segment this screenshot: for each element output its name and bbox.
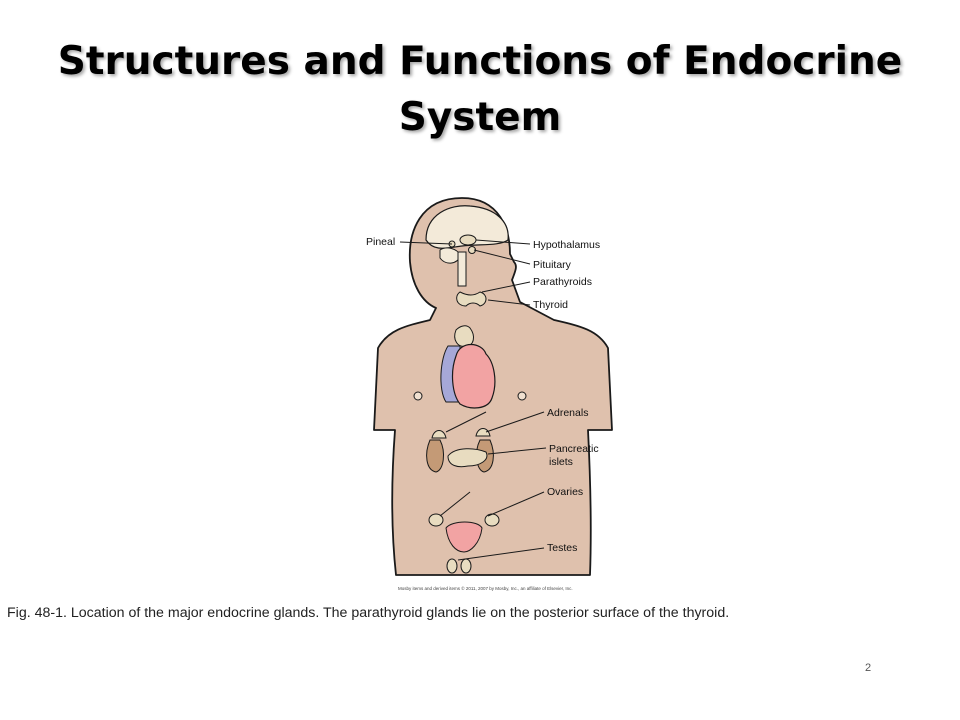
figure-credit: Mosby items and derived items © 2011, 20… [398,585,573,591]
hypothalamus-gland [459,234,477,246]
thyroid-gland [456,291,487,307]
label-hypothalamus: Hypothalamus [533,239,600,251]
label-islets: islets [549,456,573,468]
heart [451,343,496,409]
testis-right [460,558,472,574]
label-parathyroids: Parathyroids [533,276,592,288]
leader-lines [399,239,547,561]
testis-left [446,558,458,574]
nipple-left [413,391,423,401]
adrenal-right [475,428,491,437]
label-pineal: Pineal [366,236,395,248]
label-thyroid: Thyroid [533,299,568,311]
figure-caption: Fig. 48-1. Location of the major endocri… [7,605,730,621]
label-adrenals: Adrenals [547,407,588,419]
label-ovaries: Ovaries [547,486,583,498]
kidney-left [426,439,444,473]
ovary-left [428,513,444,527]
label-pituitary: Pituitary [533,259,572,271]
label-testes: Testes [547,542,577,554]
adrenal-left [431,430,447,439]
uterus [445,521,483,553]
page-number: 2 [864,662,872,674]
brain-stem [457,251,467,287]
nipple-right [517,391,527,401]
pancreas [447,448,488,468]
ovary-right [484,513,500,527]
thymus [454,325,474,347]
slide-title: Structures and Functions of Endocrine Sy… [57,39,903,140]
label-pancreatic: Pancreatic [549,443,599,455]
